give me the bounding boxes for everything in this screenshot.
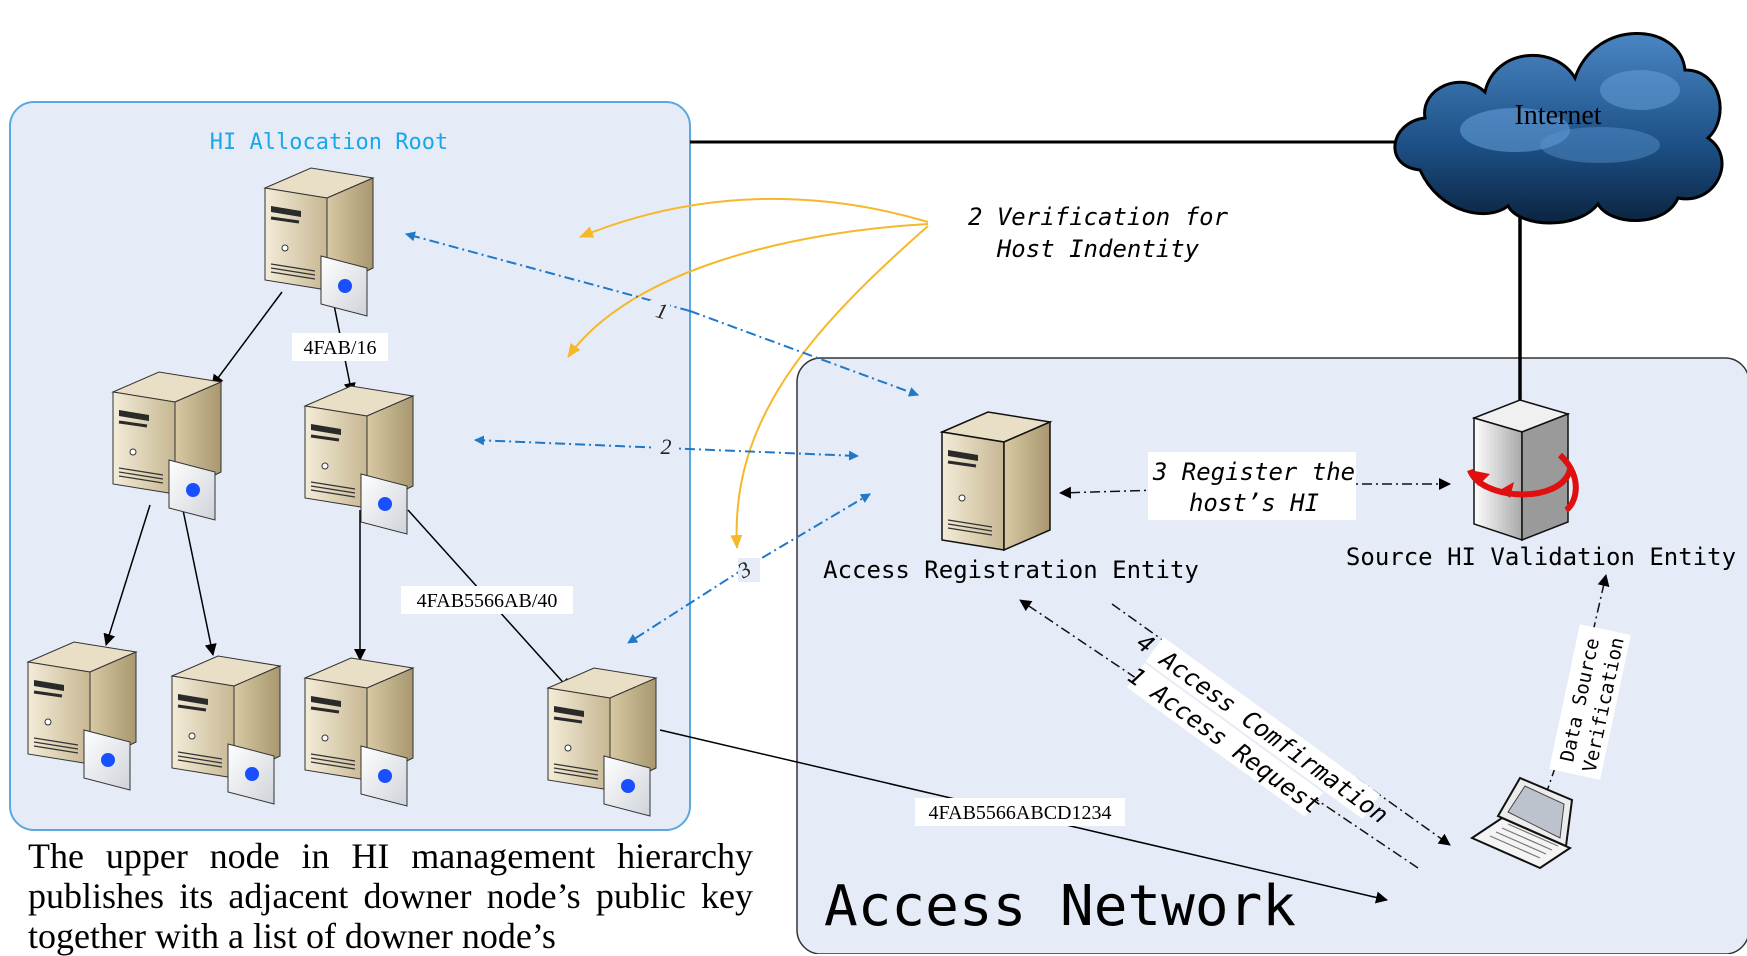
laptop-icon — [1469, 776, 1574, 870]
register-label: 3 Register the host’s HI — [1148, 452, 1356, 520]
data-source-verification-label: Data Source Verification — [1549, 624, 1631, 780]
validation-appliance-icon — [1467, 399, 1579, 542]
internet-label: Internet — [1514, 100, 1601, 131]
lookup-arrows — [405, 231, 919, 644]
prefix-child-label: 4FAB5566AB/40 — [417, 590, 558, 612]
host-address-label: 4FAB5566ABCD1234 — [929, 802, 1112, 824]
registration-server-icon — [940, 410, 1052, 552]
registration-entity-label: Access Registration Entity — [823, 556, 1199, 584]
verification-line2: Host Indentity — [996, 235, 1200, 263]
internet-cloud-icon — [1393, 32, 1724, 225]
lookup-step-labels: 1 2 3 — [650, 297, 760, 584]
caption-text: The upper node in HI management hierarch… — [28, 836, 753, 956]
verification-label: 2 Verification for Host Indentity — [968, 203, 1229, 263]
hierarchy-title: HI Allocation Root — [210, 130, 448, 155]
validation-entity-label: Source HI Validation Entity — [1346, 543, 1736, 571]
lookup-step-2: 2 — [661, 434, 672, 459]
verification-arrows — [567, 197, 929, 549]
access-network-title: Access Network — [824, 874, 1296, 939]
prefix-root-label: 4FAB/16 — [304, 337, 377, 359]
register-line1: 3 Register the — [1152, 458, 1355, 486]
verification-line1: 2 Verification for — [968, 203, 1229, 231]
register-line2: host’s HI — [1189, 489, 1319, 517]
